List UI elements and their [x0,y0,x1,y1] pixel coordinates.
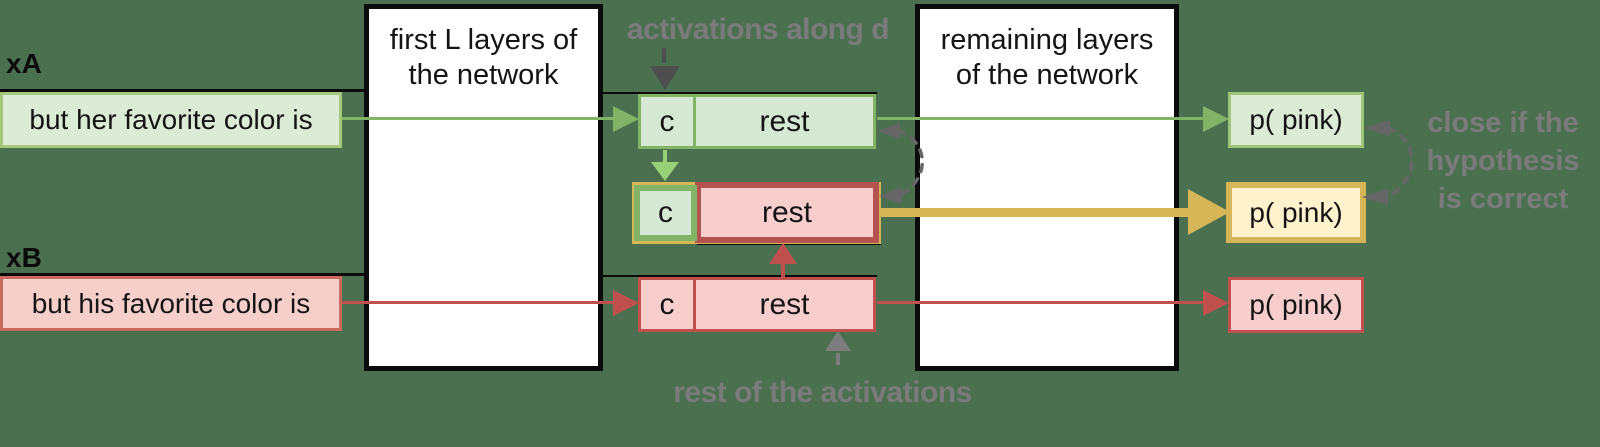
annotation-close-line1: close if the [1427,107,1579,139]
arrowhead-rest-note-icon [825,331,851,351]
shadow-line-act-bottom [603,275,877,277]
shadow-line-input-b [0,273,365,276]
annotation-close-note: close if the hypothesis is correct [1413,104,1593,218]
arrowhead-rest-copy [769,243,797,264]
input-b-text: but his favorite color is [31,287,311,319]
connector-c-copy-line [663,150,667,164]
activation-b-c-cell: c [641,280,696,329]
annotation-along-d: activations along d [626,13,890,46]
dashed-arc-compare-outputs-icon [1362,120,1414,205]
connector-patched-to-output [879,208,1191,217]
activation-patched-c-cell: c [634,185,697,241]
annotation-close-line3: is correct [1437,183,1569,215]
output-patched-label: p( pink) [1249,196,1343,228]
dashed-stub-rest-note [836,353,840,365]
arrowhead-patched-to-output [1188,189,1230,235]
arrowhead-c-copy [651,162,679,181]
arrowhead-along-d-icon [650,66,680,90]
annotation-rest-note: rest of the activations [673,376,972,409]
first-layers-title: first L layers of the network [369,23,598,93]
connector-rest-copy-line [781,262,785,277]
arrowhead-a-to-activation [613,106,639,132]
activation-b-rest-label: rest [759,287,810,321]
activation-patched-rest-label: rest [761,195,812,229]
shadow-line-act-top [603,92,877,94]
dashed-stub-along-d [662,48,666,63]
annotation-close-line2: hypothesis [1426,145,1580,177]
remaining-layers-box: remaining layers of the network [915,4,1179,371]
input-a-box: but her favorite color is [0,92,342,148]
activation-b-c-label: c [659,287,675,321]
shadow-line-input-a [0,89,365,92]
remaining-layers-title: remaining layers of the network [920,23,1174,93]
connector-b-to-output [877,301,1205,304]
dashed-arc-rest-equal-icon [877,123,925,204]
output-b-label: p( pink) [1249,289,1343,320]
connector-b-to-activation [342,301,616,304]
arrowhead-a-to-output [1203,106,1229,132]
input-b-box: but his favorite color is [0,276,342,331]
activation-a-c-cell: c [641,97,696,146]
activation-a-box: c rest [638,94,876,149]
activation-a-c-label: c [659,104,675,138]
connector-a-to-activation [342,117,616,120]
remaining-layers-title-line2: of the network [955,59,1139,91]
input-b-tag: xB [6,242,42,273]
activation-patched-c-label: c [658,196,673,229]
activation-a-rest-cell: rest [696,97,873,146]
first-layers-title-line1: first L layers of [389,24,578,56]
connector-a-to-output [877,117,1205,120]
input-a-text: but her favorite color is [29,104,313,135]
output-a-box: p( pink) [1228,92,1364,148]
first-layers-title-line2: the network [408,59,559,91]
first-layers-box: first L layers of the network [364,4,603,371]
input-a-tag: xA [6,48,42,79]
activation-b-box: c rest [638,277,876,332]
arrowhead-b-to-activation [613,290,639,316]
remaining-layers-title-line1: remaining layers [940,24,1154,56]
activation-b-rest-cell: rest [696,280,873,329]
activation-a-rest-label: rest [759,104,810,138]
activation-patched-rest-cell: rest [695,182,879,243]
output-b-box: p( pink) [1228,277,1364,333]
output-a-label: p( pink) [1249,104,1343,135]
output-patched-box: p( pink) [1226,182,1366,243]
arrowhead-b-to-output [1203,290,1229,316]
